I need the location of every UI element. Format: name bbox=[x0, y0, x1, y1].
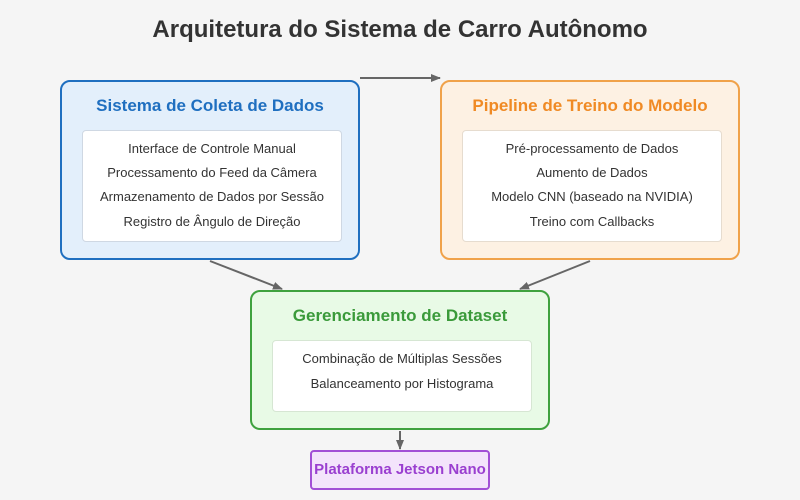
data-collection-list: Interface de Controle Manual Processamen… bbox=[82, 130, 342, 242]
dataset-management-list: Combinação de Múltiplas Sessões Balancea… bbox=[272, 340, 532, 412]
jetson-nano-platform-label: Plataforma Jetson Nano bbox=[314, 461, 486, 478]
list-item: Interface de Controle Manual bbox=[128, 141, 296, 156]
list-item: Processamento do Feed da Câmera bbox=[107, 165, 317, 180]
jetson-nano-platform-box: Plataforma Jetson Nano bbox=[310, 450, 490, 490]
arrow-collection-to-dataset bbox=[209, 260, 283, 290]
training-pipeline-panel: Pipeline de Treino do Modelo Pré-process… bbox=[440, 80, 740, 260]
list-item: Modelo CNN (baseado na NVIDIA) bbox=[491, 189, 693, 204]
dataset-management-panel: Gerenciamento de Dataset Combinação de M… bbox=[250, 290, 550, 430]
dataset-management-title: Gerenciamento de Dataset bbox=[292, 306, 508, 325]
data-collection-title: Sistema de Coleta de Dados bbox=[96, 96, 324, 115]
list-item: Registro de Ângulo de Direção bbox=[123, 214, 301, 229]
list-item: Balanceamento por Histograma bbox=[310, 376, 494, 391]
data-collection-panel: Sistema de Coleta de Dados Interface de … bbox=[60, 80, 360, 260]
list-item: Combinação de Múltiplas Sessões bbox=[302, 351, 502, 366]
diagram-title: Arquitetura do Sistema de Carro Autônomo bbox=[152, 16, 648, 43]
list-item: Pré-processamento de Dados bbox=[505, 141, 679, 156]
training-pipeline-list: Pré-processamento de Dados Aumento de Da… bbox=[462, 130, 722, 242]
list-item: Aumento de Dados bbox=[536, 165, 648, 180]
list-item: Treino com Callbacks bbox=[529, 214, 655, 229]
list-item: Armazenamento de Dados por Sessão bbox=[99, 189, 324, 204]
arrow-training-to-dataset bbox=[519, 260, 591, 290]
training-pipeline-title: Pipeline de Treino do Modelo bbox=[472, 96, 708, 115]
